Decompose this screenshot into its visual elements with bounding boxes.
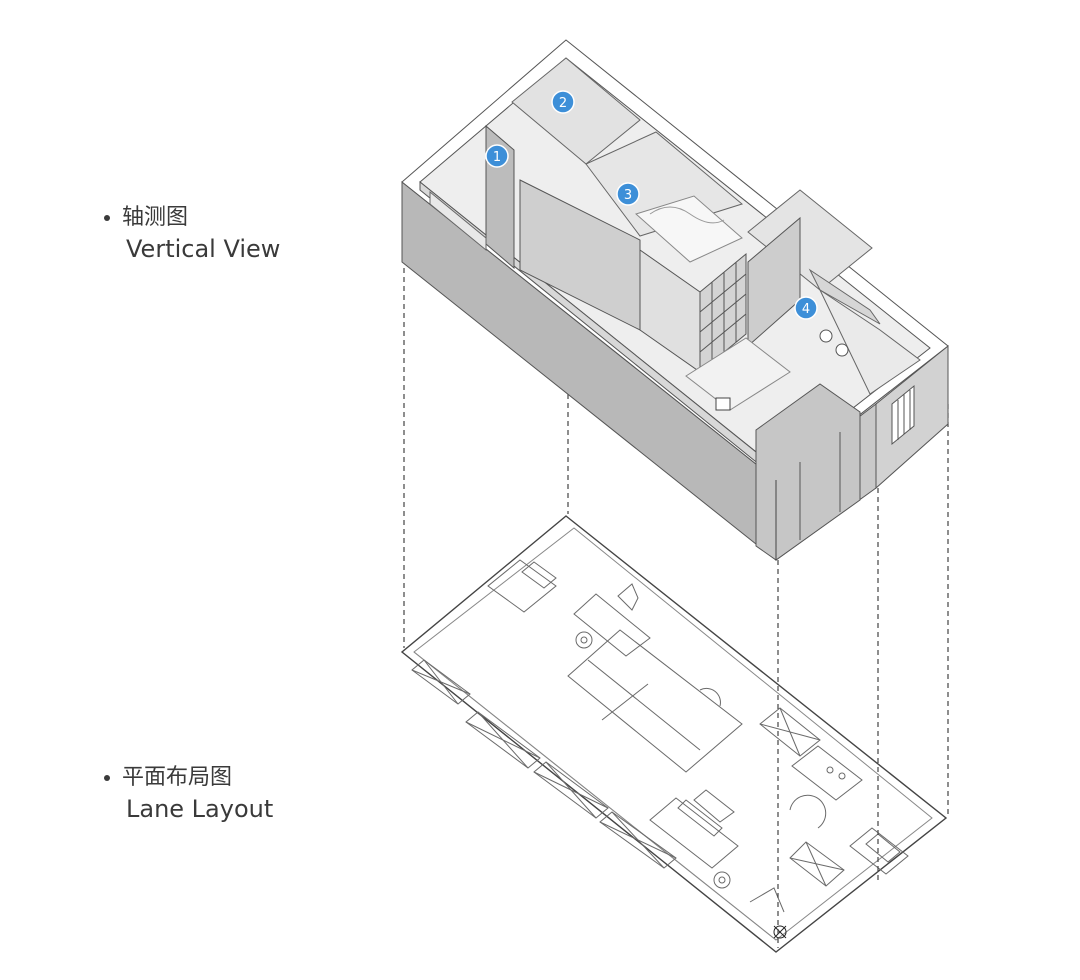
floor-plan bbox=[400, 515, 948, 953]
plan-bed bbox=[567, 629, 743, 773]
legend-vertical-view: 轴测图 Vertical View bbox=[104, 204, 280, 266]
legend-vertical-zh: 轴测图 bbox=[122, 205, 189, 230]
room-marker-1: 1 bbox=[485, 144, 509, 168]
legend-plan-layout: 平面布局图 Lane Layout bbox=[104, 764, 273, 826]
svg-text:1: 1 bbox=[493, 150, 501, 165]
room-marker-2: 2 bbox=[551, 90, 575, 114]
plan-outline bbox=[400, 515, 948, 953]
room-marker-4: 4 bbox=[794, 296, 818, 320]
room-marker-3: 3 bbox=[616, 182, 640, 206]
bullet-icon bbox=[104, 215, 110, 221]
axonometric-model bbox=[401, 39, 949, 562]
svg-text:3: 3 bbox=[624, 188, 632, 203]
plan-sink bbox=[849, 827, 909, 875]
svg-text:4: 4 bbox=[802, 302, 810, 317]
bullet-icon bbox=[104, 775, 110, 781]
legend-plan-en: Lane Layout bbox=[126, 795, 274, 823]
plan-sofa bbox=[649, 797, 739, 869]
projection-lines bbox=[403, 268, 949, 948]
legend-plan-zh: 平面布局图 bbox=[122, 765, 233, 790]
legend-vertical-en: Vertical View bbox=[126, 235, 281, 263]
svg-text:2: 2 bbox=[559, 96, 567, 111]
